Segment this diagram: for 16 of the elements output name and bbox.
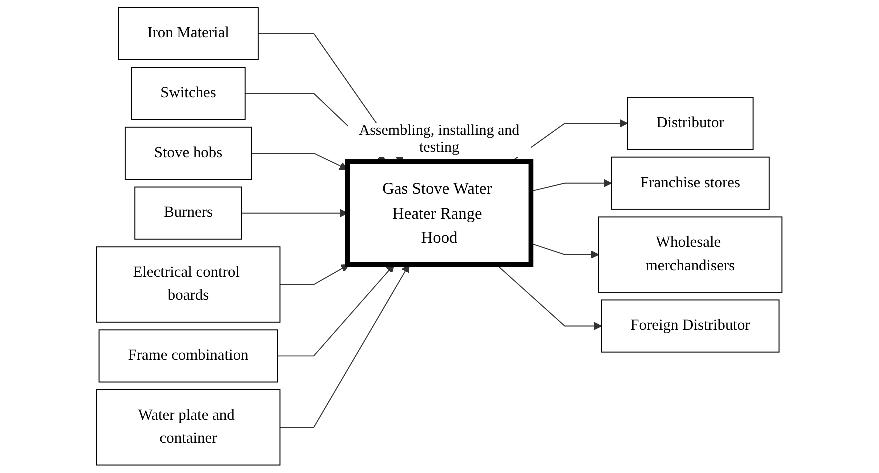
node-box: Frame combination — [98, 330, 278, 383]
node-box: Burners — [134, 186, 242, 240]
node-box: Switches — [131, 67, 246, 120]
node-caption: Assembling, installing and testing — [348, 122, 532, 158]
node-box: Wholesale merchandisers — [598, 216, 783, 293]
arrow — [277, 264, 395, 357]
node-box: Gas Stove Water Heater Range Hood — [345, 160, 534, 268]
arrow — [280, 264, 350, 286]
node-box: Water plate and container — [96, 390, 281, 466]
node-box: Iron Material — [118, 7, 259, 60]
node-box: Electrical control boards — [96, 246, 281, 323]
node-box: Foreign Distributor — [601, 300, 780, 353]
node-box: Franchise stores — [611, 156, 770, 210]
node-box: Stove hobs — [124, 126, 252, 180]
node-box: Distributor — [627, 97, 754, 150]
arrow — [280, 264, 410, 428]
